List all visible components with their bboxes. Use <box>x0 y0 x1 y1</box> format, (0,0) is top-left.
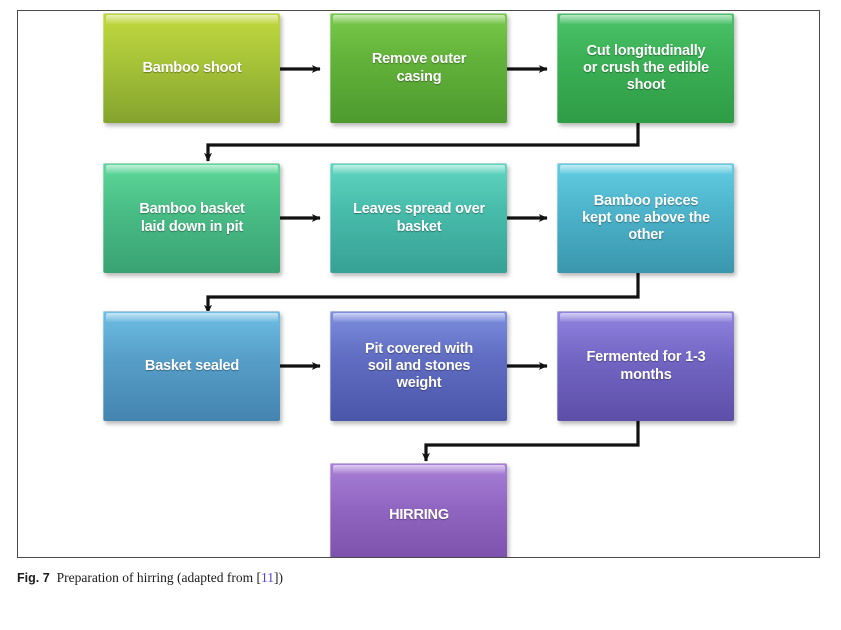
citation-open-bracket: [ <box>256 570 261 585</box>
citation-close-bracket: ]) <box>273 570 283 585</box>
figure-caption-text: Preparation of hirring (adapted from <box>56 570 257 585</box>
flow-node-remove-outer-casing[interactable]: Remove outer casing <box>330 13 507 123</box>
flow-node-label: HIRRING <box>389 506 449 523</box>
figure-caption: Fig. 7 Preparation of hirring (adapted fr… <box>17 570 807 586</box>
flow-node-cut-or-crush-shoot[interactable]: Cut longitudinally or crush the edible s… <box>557 13 734 123</box>
flow-node-label: Bamboo basket laid down in pit <box>139 201 245 235</box>
flow-node-label: Pit covered with soil and stones weight <box>365 340 473 392</box>
connector-row2-to-row3 <box>204 272 640 314</box>
flow-node-bamboo-pieces-kept-one-above-the-other[interactable]: Bamboo pieces kept one above the other <box>557 163 734 273</box>
citation-link[interactable]: 11 <box>260 570 274 585</box>
flow-node-bamboo-shoot[interactable]: Bamboo shoot <box>103 13 280 123</box>
connector-row3-to-hirring <box>422 420 640 462</box>
flow-node-pit-covered-with-soil-and-stones-weight[interactable]: Pit covered with soil and stones weight <box>330 311 507 421</box>
flow-node-label: Bamboo shoot <box>142 59 242 76</box>
flow-node-label: Basket sealed <box>144 357 240 374</box>
flow-node-label: Leaves spread over basket <box>353 201 485 235</box>
flow-node-leaves-spread-over-basket[interactable]: Leaves spread over basket <box>330 163 507 273</box>
connector-row1-to-row2 <box>204 123 640 162</box>
flow-node-label: Remove outer casing <box>371 51 467 85</box>
flow-node-hirring[interactable]: HIRRING <box>330 463 507 557</box>
figure-number: Fig. 7 <box>17 571 50 585</box>
flow-node-label: Fermented for 1-3 months <box>586 349 706 383</box>
flow-node-label: Cut longitudinally or crush the edible s… <box>583 42 709 94</box>
flow-node-fermented-for-1-3-months[interactable]: Fermented for 1-3 months <box>557 311 734 421</box>
flow-node-label: Bamboo pieces kept one above the other <box>582 192 710 244</box>
figure-frame: Bamboo shoot Remove outer casing Cut lon… <box>17 10 820 558</box>
flowchart-canvas: Bamboo shoot Remove outer casing Cut lon… <box>18 11 819 557</box>
flow-node-bamboo-basket-laid-down-in-pit[interactable]: Bamboo basket laid down in pit <box>103 163 280 273</box>
flow-node-basket-sealed[interactable]: Basket sealed <box>103 311 280 421</box>
